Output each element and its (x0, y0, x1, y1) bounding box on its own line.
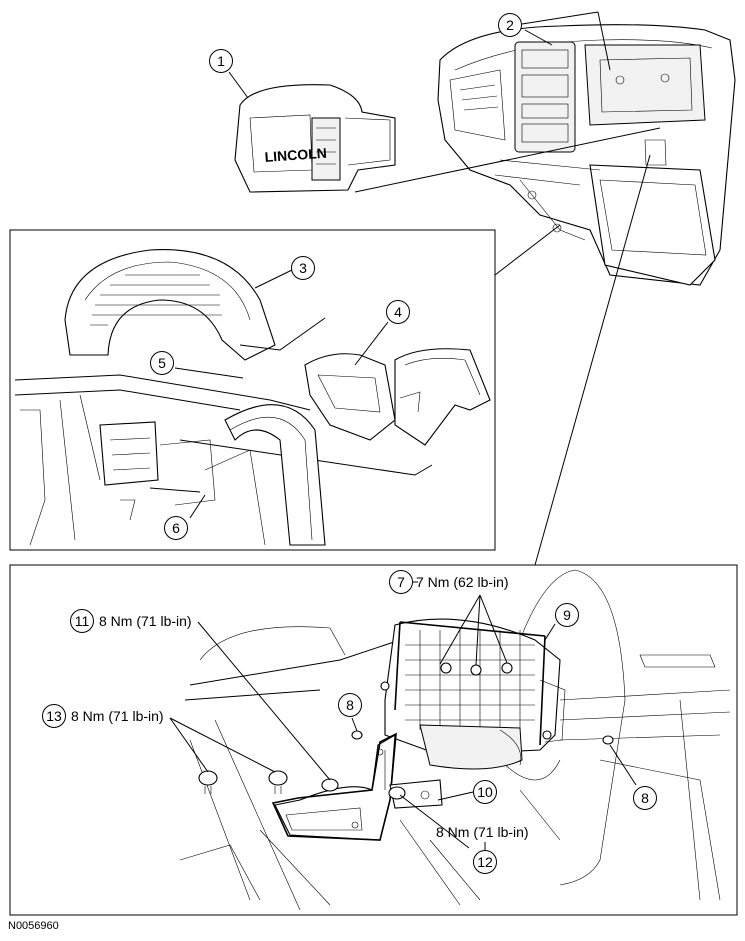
svg-text:9: 9 (563, 607, 571, 623)
callout-8-right: 8 (633, 786, 657, 810)
callout-2: 2 (498, 13, 522, 37)
callout-7: 7 (389, 570, 413, 594)
callout-6: 6 (164, 516, 188, 540)
detail-box-upper-pointer (494, 224, 561, 276)
screw-11 (321, 778, 339, 792)
part-1-center-bezel: LINCOLN (234, 84, 396, 193)
callout-4: 4 (386, 300, 410, 324)
torque-label-12: 8 Nm (71 lb-in) (436, 824, 529, 840)
callout-12: 12 (473, 850, 497, 874)
callout-11: 11 (70, 609, 94, 633)
svg-text:13: 13 (46, 708, 62, 724)
screw-8-right (602, 735, 614, 745)
instrument-panel-lower-detail (179, 569, 731, 911)
svg-text:8: 8 (346, 697, 354, 713)
svg-text:6: 6 (172, 520, 180, 536)
figure-id: N0056960 (8, 920, 59, 932)
callout-8-left: 8 (338, 693, 362, 717)
detail-box-lower (9, 564, 738, 916)
svg-text:3: 3 (299, 260, 307, 276)
torque-label-7: 7 Nm (62 lb-in) (416, 574, 509, 590)
svg-text:10: 10 (477, 784, 493, 800)
svg-text:5: 5 (158, 355, 166, 371)
svg-text:7: 7 (397, 574, 405, 590)
callout-9: 9 (555, 603, 579, 627)
part-4-air-duct (304, 348, 491, 446)
part-9-audio-module (380, 618, 566, 770)
callout-3: 3 (291, 256, 315, 280)
callout-10: 10 (473, 780, 497, 804)
svg-text:8: 8 (641, 790, 649, 806)
svg-text:2: 2 (506, 17, 514, 33)
detail-box-lower-pointer (534, 154, 651, 566)
svg-text:4: 4 (394, 304, 402, 320)
part-3-center-duct-cover (64, 249, 276, 361)
svg-text:1: 1 (217, 53, 225, 69)
instrument-panel-overview (437, 24, 736, 286)
detail-box-upper (9, 229, 496, 551)
callout-1: 1 (209, 49, 233, 73)
part-10-bracket (271, 732, 443, 841)
svg-text:12: 12 (477, 854, 493, 870)
torque-label-13: 8 Nm (71 lb-in) (71, 708, 164, 724)
bezel-badge-text: LINCOLN (264, 145, 327, 165)
callout-5: 5 (150, 351, 174, 375)
svg-text:11: 11 (75, 613, 90, 629)
instrument-panel-frame-detail (14, 374, 326, 546)
screw-8-left (351, 730, 363, 740)
screw-13a (198, 770, 218, 794)
screw-13b (268, 770, 288, 794)
callout-13: 13 (42, 704, 66, 728)
torque-label-11: 8 Nm (71 lb-in) (99, 613, 192, 629)
